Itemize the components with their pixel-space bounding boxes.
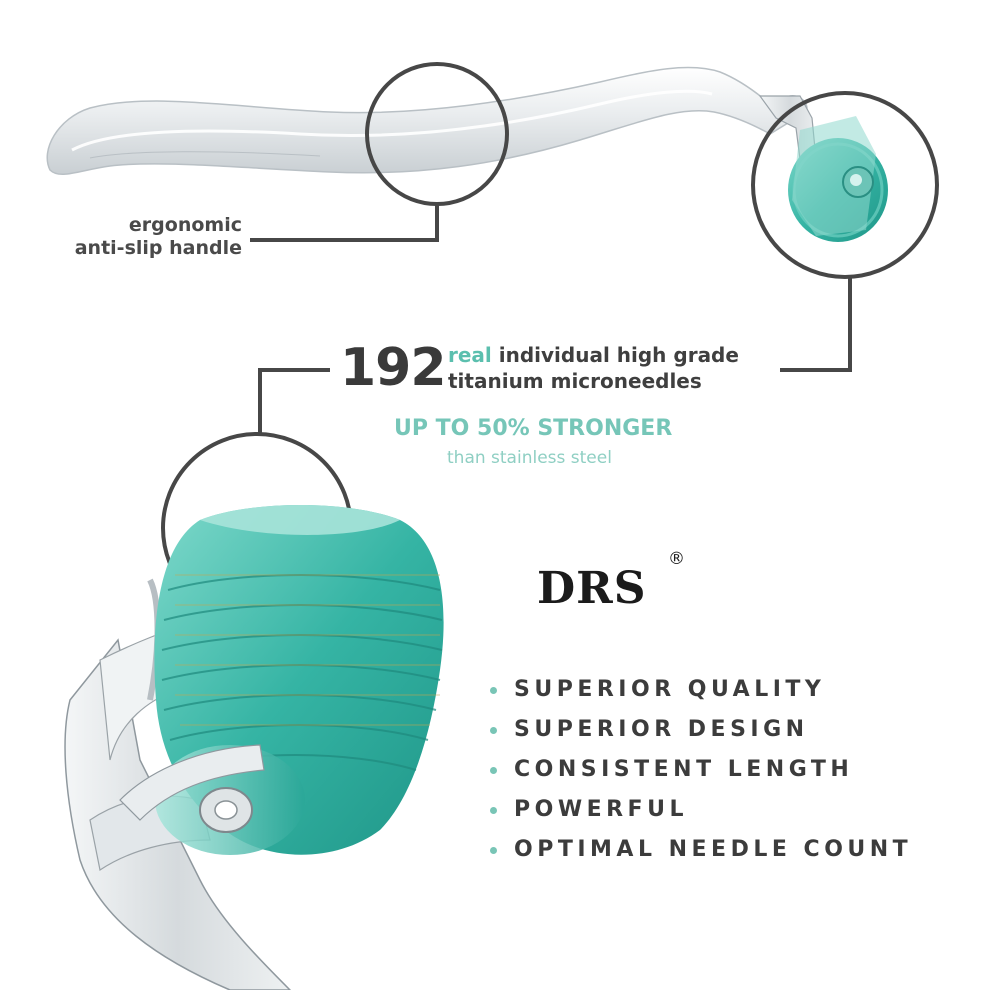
bullet-icon — [490, 686, 497, 694]
feature-label: SUPERIOR QUALITY — [514, 677, 826, 702]
bullet-icon — [490, 766, 497, 774]
registered-mark: ® — [668, 549, 685, 569]
large-roller-illustration — [64, 505, 444, 990]
feature-item: POWERFUL — [490, 790, 912, 830]
bullet-icon — [490, 846, 497, 854]
strength-subline: than stainless steel — [447, 448, 612, 468]
handle-illustration — [46, 66, 821, 207]
needle-count: 192 — [340, 338, 447, 398]
brand-logo: DRS — [537, 563, 647, 614]
needle-line2: titanium microneedles — [448, 369, 702, 393]
roller-leader-line — [258, 368, 330, 434]
needle-description: real individual high grade titanium micr… — [448, 342, 739, 394]
handle-leader-line — [250, 204, 439, 242]
bullet-icon — [490, 726, 497, 734]
needle-line1: real individual high grade — [448, 342, 739, 368]
feature-list: SUPERIOR QUALITY SUPERIOR DESIGN CONSIST… — [490, 670, 912, 870]
feature-label: SUPERIOR DESIGN — [514, 717, 809, 742]
handle-callout-line1: ergonomic — [128, 214, 242, 236]
needle-accent-word: real — [448, 343, 492, 367]
feature-item: OPTIMAL NEEDLE COUNT — [490, 830, 912, 870]
feature-label: POWERFUL — [514, 797, 688, 822]
needle-line1-rest: individual high grade — [491, 343, 739, 367]
strength-headline: UP TO 50% STRONGER — [394, 416, 673, 441]
handle-callout-line2: anti-slip handle — [74, 237, 242, 259]
feature-item: CONSISTENT LENGTH — [490, 750, 912, 790]
needle-highlight-circle — [751, 91, 939, 279]
bullet-icon — [490, 806, 497, 814]
feature-item: SUPERIOR DESIGN — [490, 710, 912, 750]
feature-label: OPTIMAL NEEDLE COUNT — [514, 837, 913, 862]
feature-label: CONSISTENT LENGTH — [514, 757, 854, 782]
handle-callout: ergonomic anti-slip handle — [30, 214, 242, 260]
small-roller-illustration — [788, 116, 888, 242]
needle-leader-line — [780, 277, 852, 372]
feature-item: SUPERIOR QUALITY — [490, 670, 912, 710]
